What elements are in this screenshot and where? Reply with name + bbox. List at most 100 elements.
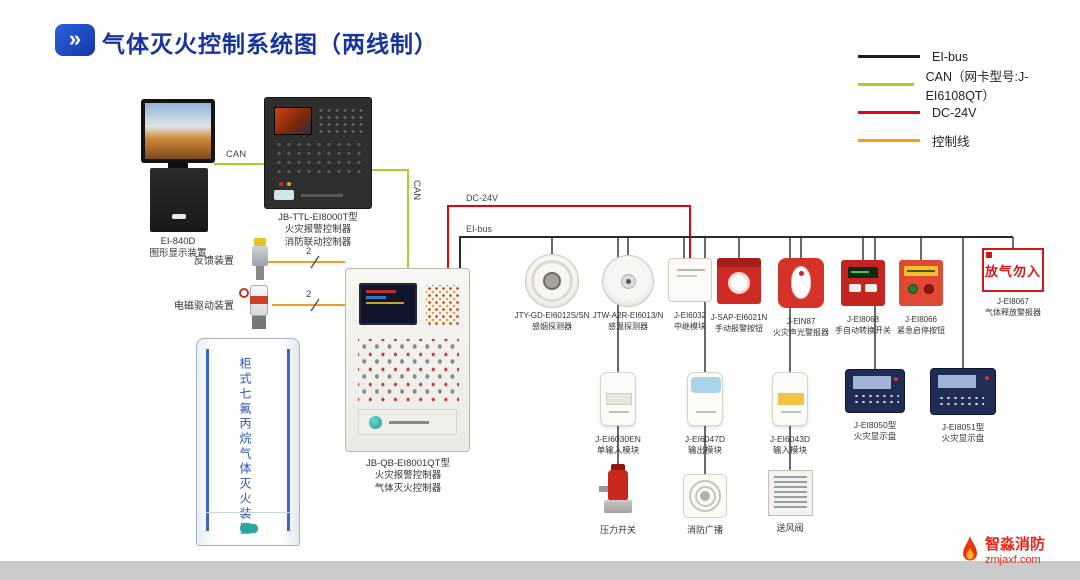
panel-screen bbox=[853, 376, 891, 389]
fire-display-panel-8050 bbox=[845, 369, 905, 413]
relay-module bbox=[668, 258, 712, 302]
fire-alarm-controller bbox=[264, 97, 372, 209]
legend-row-dc24v: DC-24V bbox=[858, 105, 1080, 120]
pressure-switch bbox=[608, 470, 628, 500]
label-line: 输出模块 bbox=[687, 445, 723, 456]
cabinet-trim bbox=[206, 349, 209, 531]
graphic-display-screen bbox=[141, 99, 215, 163]
auto-manual-switch-label: J-EI8068 手自动转换开关 bbox=[835, 315, 891, 337]
label-line: JTY-GD-EI6012S/SN bbox=[514, 311, 590, 320]
led-indicator-grid bbox=[426, 285, 460, 325]
double-chevron-icon: » bbox=[55, 24, 95, 56]
panel-screen bbox=[938, 375, 976, 388]
switch-key bbox=[865, 284, 877, 292]
fire-alarm-controller-label: JB-TTL-EI8000T型 火灾报警控制器 消防联动控制器 bbox=[258, 212, 378, 249]
fire-broadcast-speaker bbox=[683, 474, 727, 518]
auto-manual-switch bbox=[841, 260, 885, 306]
label-line: EI-840D bbox=[160, 236, 196, 247]
switch-display bbox=[848, 267, 878, 278]
led-yellow bbox=[287, 182, 291, 186]
manual-call-point-label: J-SAP-EI6021N 手动报警按钮 bbox=[711, 313, 767, 335]
module-label-band bbox=[691, 377, 721, 393]
screen-content bbox=[366, 302, 404, 304]
output-module-label: J-EI6047D 输出模块 bbox=[685, 434, 725, 457]
gas-extinguishing-cabinet: 柜式七氟丙烷气体灭火装置 bbox=[196, 338, 300, 546]
pressure-switch-label: 压力开关 bbox=[599, 525, 637, 535]
solenoid-band bbox=[250, 296, 268, 304]
label-line: 消防联动控制器 bbox=[284, 236, 352, 248]
label-line: J-EIN87 bbox=[786, 317, 816, 326]
flame-icon bbox=[963, 536, 977, 561]
gas-controller-label: JB-QB-EI8001QT型 火灾报警控制器 气体灭火控制器 bbox=[348, 458, 468, 495]
panel-led bbox=[985, 376, 989, 380]
wire-label-can: CAN bbox=[226, 149, 247, 160]
valve-louvers bbox=[774, 476, 807, 510]
feedback-device bbox=[252, 246, 268, 266]
emergency-start-stop-label: J-EI8066 紧急启停按钮 bbox=[897, 315, 945, 337]
label-line: 气体释放警报器 bbox=[985, 307, 1041, 317]
feedback-label: 反馈装置 bbox=[194, 256, 234, 267]
cabinet-seam bbox=[205, 512, 291, 513]
output-module bbox=[687, 372, 723, 426]
module-marking bbox=[781, 411, 801, 413]
pressure-switch-cap bbox=[611, 464, 625, 472]
legend-label: CAN（网卡型号:J-EI6108QT） bbox=[925, 69, 1029, 103]
kiosk-logo bbox=[172, 214, 186, 219]
wire-label-eibus: EI-bus bbox=[466, 224, 493, 234]
label-line: 火灾显示盘 bbox=[941, 433, 985, 444]
kiosk-neck bbox=[168, 163, 188, 169]
heat-detector-label: JTW-A2R-EI6013/N 感温探测器 bbox=[593, 311, 664, 333]
detector-pin bbox=[625, 278, 631, 284]
speaker-ring bbox=[694, 485, 716, 507]
controller-keypad bbox=[317, 107, 363, 133]
label-line: J-EI6032 bbox=[673, 311, 707, 320]
gas-release-warning-sign: 放气勿入 bbox=[982, 248, 1044, 292]
input-module-label: J-EI6043D 输入模块 bbox=[770, 434, 810, 457]
fire-broadcast-label: 消防广播 bbox=[686, 525, 724, 535]
legend-row-can: CAN（网卡型号:J-EI6108QT） bbox=[858, 70, 1080, 103]
manual-call-point bbox=[717, 258, 761, 304]
label-line: 火灾显示盘 bbox=[853, 431, 897, 442]
fire-display-panel-8051 bbox=[930, 368, 996, 415]
controller-buttons bbox=[274, 140, 362, 176]
module-marking bbox=[696, 411, 716, 413]
switch-key bbox=[849, 284, 861, 292]
controller-screen bbox=[274, 107, 312, 135]
detector-core bbox=[620, 273, 636, 289]
led-red bbox=[279, 182, 283, 186]
legend-line-dc24v bbox=[858, 111, 920, 114]
alarm-led bbox=[799, 271, 804, 276]
label-line: J-EI8067 bbox=[996, 297, 1030, 306]
speaker-core bbox=[700, 491, 710, 501]
brand-logo bbox=[369, 416, 382, 429]
label-line: J-SAP-EI6021N bbox=[710, 313, 768, 322]
detector-ring bbox=[531, 260, 573, 302]
label-line: 图形显示装置 bbox=[149, 248, 207, 260]
brand-nameplate bbox=[389, 421, 429, 424]
label-line: 单输入模块 bbox=[596, 445, 640, 456]
smoke-detector-label: JTY-GD-EI6012S/SN 感烟探测器 bbox=[515, 311, 590, 333]
label-line: 气体灭火控制器 bbox=[374, 482, 442, 494]
label-line: JB-QB-EI8001QT型 bbox=[366, 458, 450, 469]
graphic-display-label: EI-840D 图形显示装置 bbox=[128, 236, 228, 261]
legend-line-eibus bbox=[858, 55, 920, 58]
panel-buttons bbox=[938, 395, 984, 407]
sign-logo bbox=[986, 252, 992, 258]
watermark-site: zmjaxf.com bbox=[985, 554, 1041, 566]
module-label-band bbox=[778, 393, 804, 405]
legend-label: DC-24V bbox=[932, 105, 977, 120]
kiosk-pedestal bbox=[150, 168, 208, 232]
watermark-name: 智淼消防 bbox=[985, 536, 1046, 553]
gas-extinguishing-controller bbox=[345, 268, 470, 452]
pressure-switch-base bbox=[604, 500, 632, 513]
label-line: 输入模块 bbox=[772, 445, 808, 456]
sound-light-alarm-label: J-EIN87 火灾声光警报器 bbox=[773, 317, 829, 339]
label-line: J-EI6047D bbox=[684, 434, 726, 444]
wire-label-can-vertical: CAN bbox=[411, 180, 422, 201]
feedback-device-cap bbox=[254, 238, 266, 246]
label-line: J-EI8066 bbox=[904, 315, 938, 324]
alarm-lens bbox=[791, 266, 811, 299]
module-label-band bbox=[606, 393, 632, 405]
label-line: 火灾报警控制器 bbox=[284, 224, 352, 236]
watermark-text: 智淼消防 zmjaxf.com bbox=[985, 536, 1045, 567]
